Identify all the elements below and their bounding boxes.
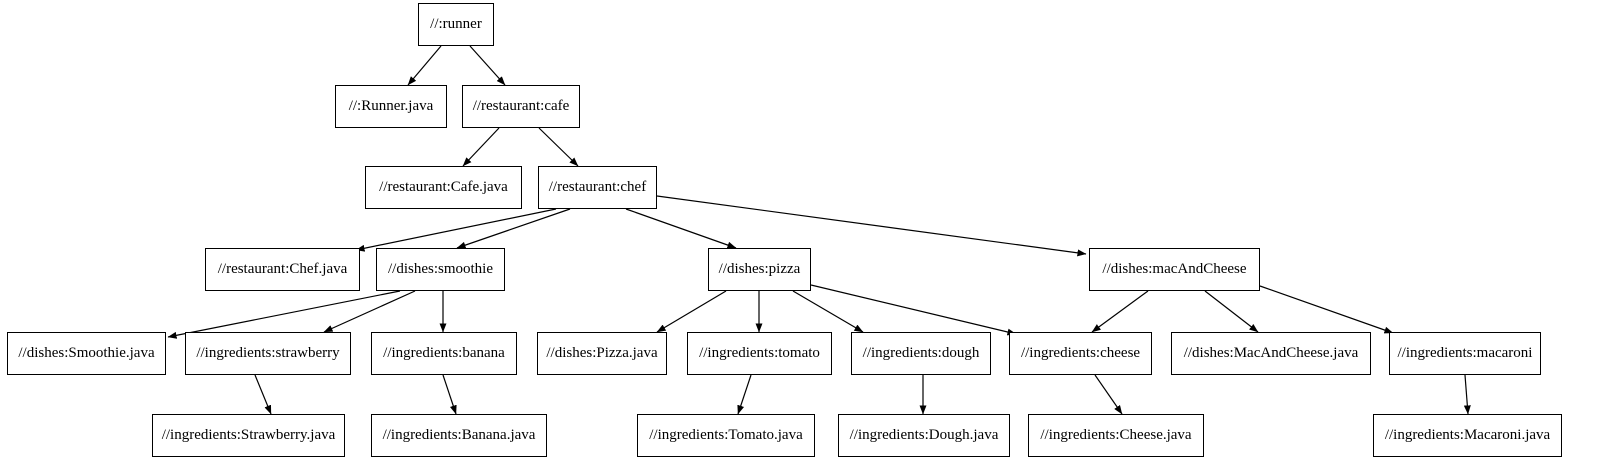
graph-node-dishes_macandcheese_java[interactable]: //dishes:MacAndCheese.java [1171, 332, 1371, 375]
graph-edge-restaurant_chef-to-dishes_pizza [625, 208, 737, 249]
graph-node-ing_dough_java[interactable]: //ingredients:Dough.java [838, 414, 1010, 457]
graph-node-label: //restaurant:Chef.java [217, 261, 348, 277]
graph-node-ing_banana_java[interactable]: //ingredients:Banana.java [371, 414, 547, 457]
graph-node-label: //ingredients:Banana.java [382, 427, 536, 443]
graph-node-dishes_pizza_java[interactable]: //dishes:Pizza.java [537, 332, 667, 375]
graph-node-ing_tomato_java[interactable]: //ingredients:Tomato.java [637, 414, 815, 457]
graph-node-label: //ingredients:strawberry [196, 345, 340, 361]
graph-node-label: //dishes:Pizza.java [546, 345, 658, 361]
graph-edge-dishes_smoothie-to-ing_strawberry [323, 290, 416, 333]
graph-node-label: //ingredients:Macaroni.java [1384, 427, 1551, 443]
graph-edge-restaurant_cafe-to-restaurant_cafe_java [462, 127, 500, 167]
graph-node-runner[interactable]: //:runner [418, 3, 494, 46]
graph-node-dishes_pizza[interactable]: //dishes:pizza [708, 248, 811, 291]
graph-node-label: //ingredients:dough [862, 345, 980, 361]
graph-node-restaurant_chef_java[interactable]: //restaurant:Chef.java [205, 248, 360, 291]
graph-node-label: //dishes:macAndCheese [1102, 261, 1247, 277]
graph-node-dishes_macandcheese[interactable]: //dishes:macAndCheese [1089, 248, 1260, 291]
graph-node-label: //ingredients:banana [383, 345, 505, 361]
graph-node-ing_strawberry_java[interactable]: //ingredients:Strawberry.java [152, 414, 345, 457]
graph-edge-dishes_macandcheese-to-ing_cheese [1091, 290, 1149, 333]
graph-node-restaurant_cafe_java[interactable]: //restaurant:Cafe.java [365, 166, 522, 209]
graph-edge-restaurant_chef-to-dishes_smoothie [456, 208, 571, 249]
graph-node-runner_java[interactable]: //:Runner.java [335, 85, 447, 128]
graph-edge-runner-to-runner_java [407, 45, 442, 86]
graph-edge-dishes_smoothie-to-dishes_smoothie_java [167, 290, 401, 339]
graph-edge-ing_macaroni-to-ing_macaroni_java [1463, 374, 1471, 415]
graph-node-ing_cheese[interactable]: //ingredients:cheese [1009, 332, 1152, 375]
graph-node-restaurant_chef[interactable]: //restaurant:chef [538, 166, 657, 209]
graph-node-dishes_smoothie_java[interactable]: //dishes:Smoothie.java [7, 332, 166, 375]
graph-node-restaurant_cafe[interactable]: //restaurant:cafe [462, 85, 580, 128]
graph-edge-restaurant_chef-to-restaurant_chef_java [355, 208, 557, 252]
graph-node-label: //:runner [430, 16, 482, 32]
graph-node-label: //dishes:Smoothie.java [18, 345, 155, 361]
graph-edge-dishes_macandcheese-to-dishes_macandcheese_java [1204, 290, 1259, 333]
graph-node-label: //ingredients:Tomato.java [649, 427, 803, 443]
graph-node-label: //dishes:MacAndCheese.java [1183, 345, 1359, 361]
graph-node-ing_macaroni_java[interactable]: //ingredients:Macaroni.java [1373, 414, 1562, 457]
graph-node-label: //ingredients:cheese [1020, 345, 1141, 361]
graph-node-label: //dishes:pizza [718, 261, 801, 277]
graph-node-label: //ingredients:Dough.java [849, 427, 999, 443]
graph-edge-ing_tomato-to-ing_tomato_java [737, 374, 752, 415]
graph-edge-dishes_pizza-to-ing_dough [792, 290, 864, 333]
graph-node-ing_tomato[interactable]: //ingredients:tomato [687, 332, 832, 375]
graph-node-label: //restaurant:chef [548, 179, 647, 195]
graph-edge-dishes_pizza-to-dishes_pizza_java [656, 290, 727, 333]
graph-edge-ing_strawberry-to-ing_strawberry_java [254, 374, 272, 415]
graph-edge-dishes_pizza-to-ing_cheese [810, 284, 1017, 336]
graph-node-label: //restaurant:Cafe.java [379, 179, 508, 195]
graph-edge-dishes_macandcheese-to-ing_macaroni [1259, 285, 1394, 334]
graph-node-label: //ingredients:tomato [699, 345, 820, 361]
graph-edge-ing_cheese-to-ing_cheese_java [1094, 374, 1123, 415]
graph-node-label: //ingredients:macaroni [1397, 345, 1533, 361]
graph-node-ing_dough[interactable]: //ingredients:dough [851, 332, 991, 375]
graph-node-label: //ingredients:Cheese.java [1040, 427, 1192, 443]
graph-edge-ing_banana-to-ing_banana_java [442, 374, 457, 415]
graph-edge-runner-to-restaurant_cafe [469, 45, 506, 86]
graph-edge-restaurant_cafe-to-restaurant_chef [538, 127, 579, 167]
graph-node-dishes_smoothie[interactable]: //dishes:smoothie [376, 248, 505, 291]
graph-node-ing_macaroni[interactable]: //ingredients:macaroni [1389, 332, 1541, 375]
graph-edge-restaurant_chef-to-dishes_macandcheese [656, 195, 1087, 257]
graph-node-label: //ingredients:Strawberry.java [161, 427, 336, 443]
graph-node-label: //restaurant:cafe [472, 98, 570, 114]
graph-node-label: //:Runner.java [348, 98, 434, 114]
graph-node-ing_cheese_java[interactable]: //ingredients:Cheese.java [1028, 414, 1204, 457]
graph-node-ing_banana[interactable]: //ingredients:banana [371, 332, 517, 375]
graph-node-ing_strawberry[interactable]: //ingredients:strawberry [185, 332, 351, 375]
graph-node-label: //dishes:smoothie [388, 261, 493, 277]
